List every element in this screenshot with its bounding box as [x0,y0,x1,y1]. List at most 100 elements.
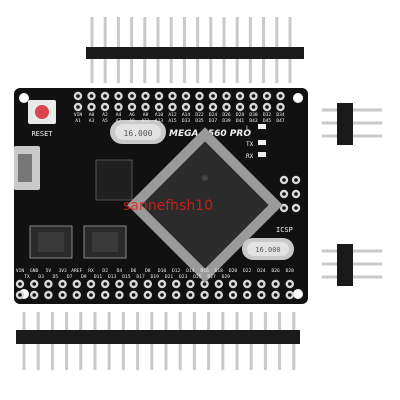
pin-label: D10 [158,268,167,274]
icsp-pad-hole [294,192,298,196]
pin-label: VIN [16,268,25,274]
pad-hole [251,105,256,109]
mounting-hole [293,93,303,103]
pad-hole [224,105,229,109]
led-tx [258,140,266,145]
pin-label: D22 [195,112,204,118]
pin-label: D8 [145,268,151,274]
icsp-pad-hole [282,192,286,196]
pad-hole [146,282,150,286]
crystal-top-label: 16.000 [124,129,153,138]
pad-hole [174,293,178,297]
reset-label: RESET [31,130,53,138]
pad-hole [231,282,235,286]
pad-hole [273,282,278,286]
pin-label: D19 [151,274,160,280]
pad-hole [131,282,136,286]
pad-hole [251,94,256,98]
pin-label: D28 [286,268,295,274]
icsp-pad-hole [282,178,286,182]
right-header-bottom-plastic [337,244,353,286]
pin-label: D25 [193,274,202,280]
pin-label: D39 [222,118,231,124]
bottom-pin-header [16,312,300,370]
right-small-header-bottom [322,244,382,286]
pad-hole [116,94,121,98]
reset-button [35,105,49,119]
led-rx [258,152,266,157]
pad-hole [259,282,264,286]
pin-label: D9 [81,274,87,280]
pin-label: D12 [172,268,181,274]
pad-hole [188,293,193,297]
pin-label: D18 [215,268,224,274]
pin-label: D41 [236,118,245,124]
usb-serial-chip [95,159,133,201]
pin-label: D43 [249,118,258,124]
watermark-text: sannefhsh10 [123,198,213,214]
pad-hole [103,293,107,297]
crystal-bottom-label: 16.000 [255,246,280,254]
pin-label: AREF [71,268,82,274]
right-small-header-top [322,103,382,145]
icsp-pad-hole [294,206,298,210]
pin-label: TX [24,274,30,280]
pad-hole [75,282,79,286]
pin-label: D35 [195,118,204,124]
pin-label: A8 [143,112,149,118]
pin-label: D14 [186,268,195,274]
pad-hole [288,282,292,286]
pad-hole [211,94,215,98]
pad-hole [259,293,264,297]
pad-hole [46,282,51,286]
pad-hole [170,94,175,98]
pin-label: D24 [209,112,218,118]
pad-hole [238,94,242,98]
pad-hole [202,282,207,286]
top-header-plastic [86,47,304,59]
pin-label: D15 [122,274,131,280]
pin-label: A13 [155,118,164,124]
pin-label: A0 [89,112,95,118]
pin-label: D45 [263,118,272,124]
pad-hole [89,293,93,297]
regulator-right-top [92,232,118,252]
top-pin-header [86,17,304,83]
pad-hole [197,94,202,98]
crystal-bottom-face [247,242,289,256]
pad-hole [89,105,94,109]
pin-label: A4 [116,112,122,118]
led-l [258,124,266,129]
pad-hole [60,293,65,297]
mcu-body [141,141,269,269]
pad-hole [18,282,22,286]
pin-label: A5 [102,118,108,124]
pin-label: VIN [74,112,83,118]
pad-hole [157,105,161,109]
pin-label: D32 [263,112,272,118]
pin-label: D20 [229,268,238,274]
pad-hole [245,293,249,297]
pad-hole [157,94,161,98]
pin-label: D34 [276,112,285,118]
icsp-pad-hole [294,178,298,182]
pad-hole [184,94,188,98]
pin-label: D6 [131,268,137,274]
pad-hole [170,105,175,109]
pin-label: RX [88,268,94,274]
pin-label: 3V3 [58,268,67,274]
pad-hole [32,293,36,297]
pad-hole [146,293,150,297]
pad-hole [60,282,65,286]
pin-label: A10 [155,112,164,118]
pin-label: D7 [67,274,73,280]
mounting-hole [293,289,303,299]
pad-hole [18,293,22,297]
pin-label: D33 [182,118,191,124]
pad-hole [89,94,94,98]
pin-label: D17 [136,274,145,280]
mounting-hole [19,93,29,103]
crystal-top-face [115,124,161,140]
pin-label: D5 [53,274,59,280]
